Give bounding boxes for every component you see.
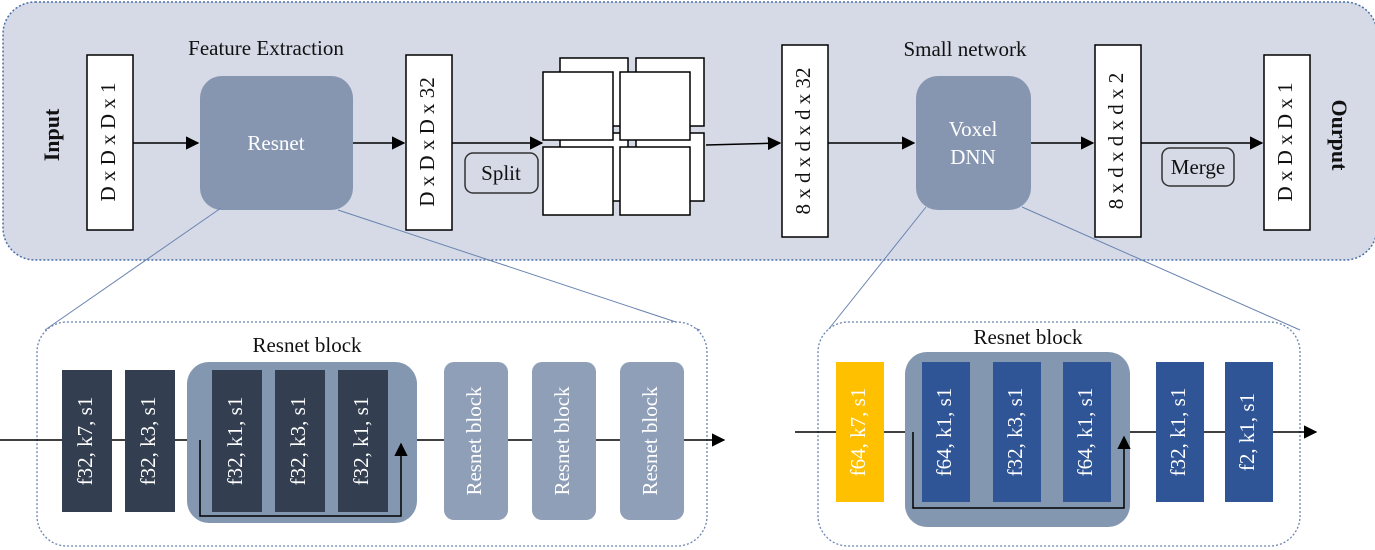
feature-layer-2-label: f32, k3, s1 xyxy=(136,397,160,486)
dnn-block-layer-3 xyxy=(1063,362,1111,502)
feature-layer-2 xyxy=(125,370,175,512)
repeat-resnet-block-3-label: Resnet block xyxy=(638,386,662,496)
repeat-resnet-block-2-label: Resnet block xyxy=(550,386,574,496)
input-tensor-box xyxy=(86,54,134,231)
repeat-resnet-block-3 xyxy=(620,362,684,520)
dnn-block-title: Resnet block xyxy=(973,325,1083,349)
dnn-tail-layer-2 xyxy=(1225,362,1273,502)
zoom-line-dnn-left xyxy=(827,206,927,331)
voxel-dnn-label-line1: Voxel xyxy=(949,117,998,141)
input-label: Input xyxy=(39,108,64,161)
feature-skip-connection xyxy=(199,440,408,517)
feature-layer-1-label: f32, k7, s1 xyxy=(73,397,97,486)
repeat-resnet-block-1-label: Resnet block xyxy=(462,386,486,496)
dnn-first-layer-label: f64, k7, s1 xyxy=(846,388,870,477)
split-tensor-box xyxy=(781,44,829,238)
dnn-tail-layer-1-label: f32, k1, s1 xyxy=(1166,388,1190,477)
dnn-skip-connection xyxy=(912,432,1131,509)
dnn-block-layer-2-label: f32, k3, s1 xyxy=(1003,388,1027,477)
resnet-module-label: Resnet xyxy=(247,131,304,155)
input-tensor-label: D x D x D x 1 xyxy=(96,83,120,202)
zoom-line-resnet-left xyxy=(44,207,222,331)
repeat-resnet-block-1 xyxy=(444,362,508,520)
feature-block-layer-2-label: f32, k3, s1 xyxy=(286,397,310,486)
dnn-output-tensor-label: 8 x d x d x d x 2 xyxy=(1104,73,1128,210)
dnn-block-layer-1 xyxy=(922,362,970,502)
feature-extraction-title: Feature Extraction xyxy=(188,36,344,60)
feature-layer-1 xyxy=(62,370,112,512)
feature-block-title: Resnet block xyxy=(252,333,362,357)
split-tag-label: Split xyxy=(481,161,521,185)
voxel-dnn-label-line2: DNN xyxy=(950,145,996,169)
feature-block-layer-3 xyxy=(338,370,388,512)
resnet-module xyxy=(200,76,353,210)
dnn-tail-layer-1 xyxy=(1156,362,1204,502)
split-tag xyxy=(464,152,539,194)
voxel-dnn-module xyxy=(916,76,1031,210)
feature-block-layer-3-label: f32, k1, s1 xyxy=(349,397,373,486)
dnn-block-layer-2 xyxy=(993,362,1041,502)
zoom-line-dnn-right xyxy=(1021,206,1301,331)
merge-tag xyxy=(1161,147,1235,187)
output-label: Ourput xyxy=(1327,100,1352,172)
dnn-first-layer xyxy=(836,362,884,502)
repeat-resnet-block-2 xyxy=(532,362,596,520)
dnn-block-layer-3-label: f64, k1, s1 xyxy=(1073,388,1097,477)
output-tensor-box xyxy=(1263,54,1311,231)
dnn-tail-layer-2-label: f2, k1, s1 xyxy=(1235,393,1259,471)
dnn-output-tensor-box xyxy=(1094,44,1142,238)
small-network-title: Small network xyxy=(903,37,1027,61)
merge-tag-label: Merge xyxy=(1171,155,1225,179)
feature-block-layer-1-label: f32, k1, s1 xyxy=(223,397,247,486)
split-tensor-label: 8 x d x d x d x 32 xyxy=(791,68,815,215)
feature-block-layer-2 xyxy=(275,370,325,512)
dnn-block-layer-1-label: f64, k1, s1 xyxy=(932,388,956,477)
split-cubes-icon xyxy=(542,57,705,216)
features-tensor-label: D x D x D x 32 xyxy=(415,77,439,207)
zoom-line-resnet-right xyxy=(337,209,701,331)
feature-block-layer-1 xyxy=(212,370,262,512)
output-tensor-label: D x D x D x 1 xyxy=(1273,83,1297,202)
arrow-split-to-tensor xyxy=(705,136,782,151)
